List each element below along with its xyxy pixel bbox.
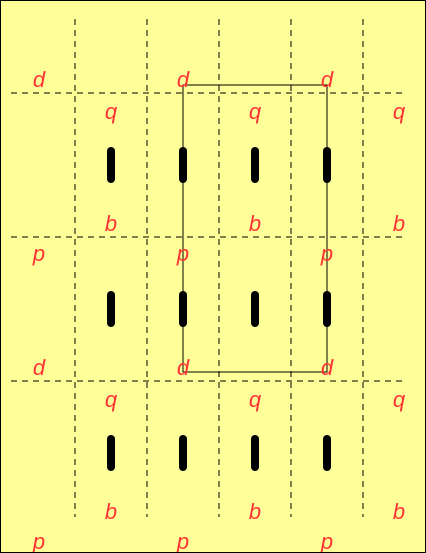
bar-marks <box>107 147 331 471</box>
glyph-p: p <box>320 529 333 552</box>
glyph-b: b <box>249 499 261 524</box>
grid-lines <box>11 19 406 517</box>
glyph-b: b <box>105 211 117 236</box>
glyph-q: q <box>249 387 262 412</box>
glyph-d: d <box>321 355 334 380</box>
glyph-b: b <box>393 211 405 236</box>
glyph-d: d <box>33 355 46 380</box>
unit-cell-outline <box>182 84 328 373</box>
glyph-q: q <box>393 99 406 124</box>
glyph-q: q <box>105 99 118 124</box>
glyph-p: p <box>176 241 189 266</box>
glyph-p: p <box>320 241 333 266</box>
glyph-q: q <box>249 99 262 124</box>
glyph-d: d <box>177 67 190 92</box>
glyph-b: b <box>249 211 261 236</box>
glyph-p: p <box>176 529 189 552</box>
glyph-q: q <box>393 387 406 412</box>
glyph-q: q <box>105 387 118 412</box>
glyph-d: d <box>33 67 46 92</box>
glyph-d: d <box>321 67 334 92</box>
glyph-b: b <box>393 499 405 524</box>
glyph-p: p <box>32 241 45 266</box>
glyph-p: p <box>32 529 45 552</box>
glyph-b: b <box>105 499 117 524</box>
unit-cell-rectangle <box>182 84 328 373</box>
glyph-d: d <box>177 355 190 380</box>
glyph-labels: d d d q q q b b b p p p d d d q q q b b b p p p <box>32 67 406 552</box>
